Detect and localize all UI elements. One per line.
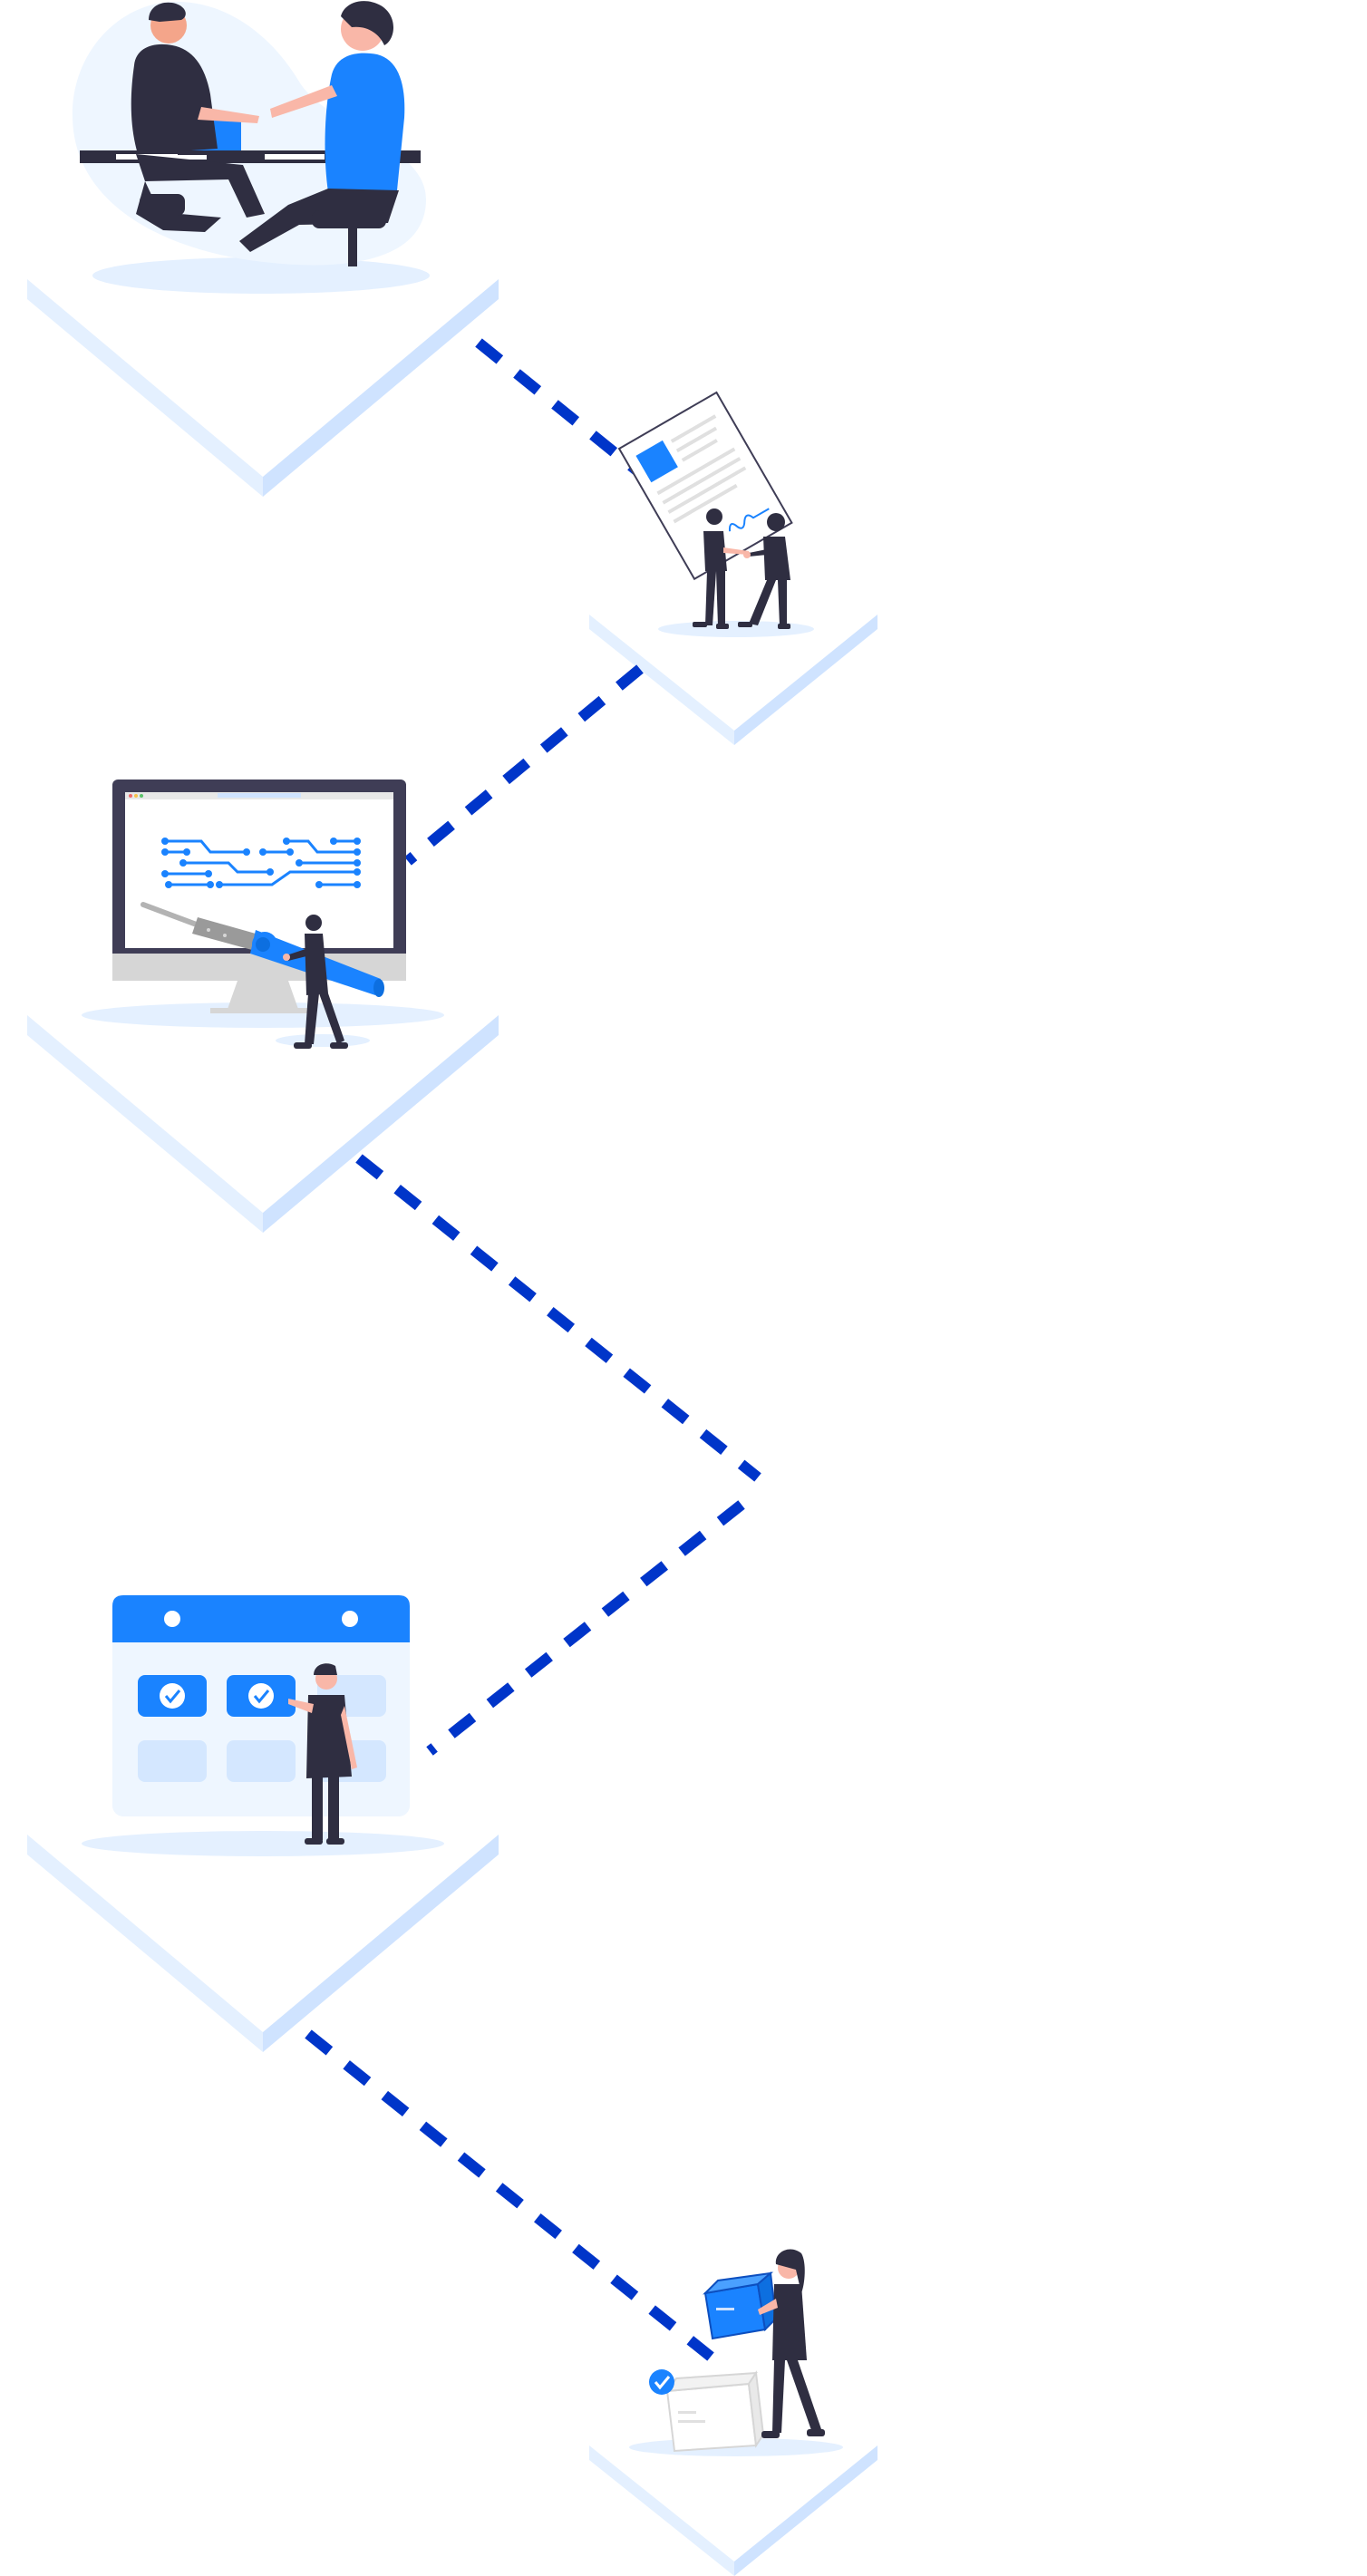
chevron-step-3 — [27, 1015, 499, 1233]
chevron-step-1 — [27, 279, 499, 497]
connector-1-2 — [475, 338, 644, 478]
chevron-step-4 — [27, 1835, 499, 2052]
connector-4-5-upper — [426, 1500, 745, 1756]
connector-2-3 — [404, 664, 644, 866]
chevron-step-2 — [589, 615, 877, 745]
contract-signing-icon — [617, 391, 814, 637]
connector-5-6 — [305, 2029, 714, 2361]
handshake-meeting-icon — [72, 1, 430, 294]
connector-3-4 — [355, 1154, 761, 1482]
calendar-check-icon — [82, 1595, 444, 1856]
package-delivery-icon — [629, 2249, 843, 2456]
circuit-monitor-icon — [82, 780, 444, 1049]
chevron-step-5 — [589, 2445, 877, 2576]
